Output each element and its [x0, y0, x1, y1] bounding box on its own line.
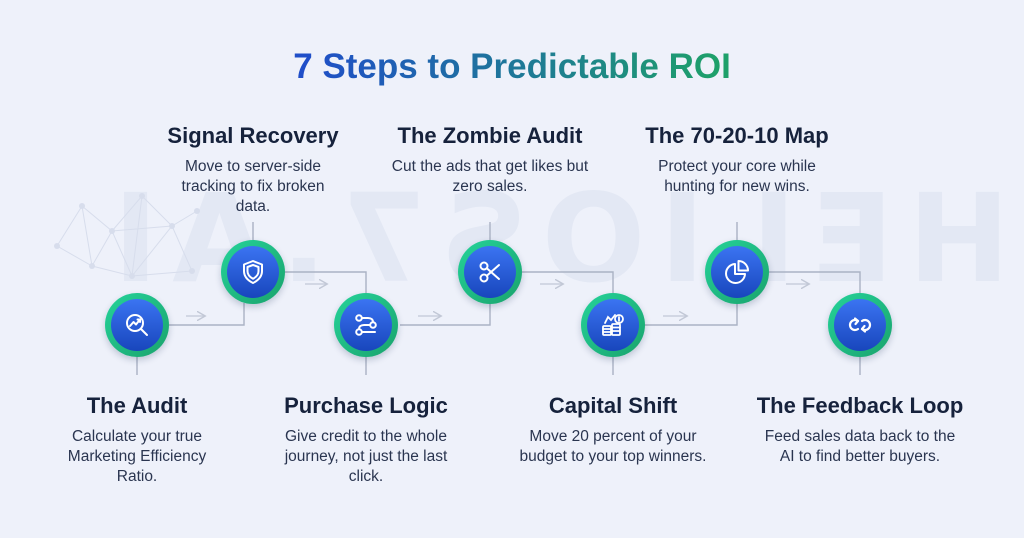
step-description: Give credit to the whole journey, not ju… [284, 428, 448, 485]
step-node-4 [458, 240, 522, 304]
chart-magnifier-icon [126, 314, 148, 336]
connector-5-6 [645, 303, 738, 326]
loop-icon [848, 317, 872, 333]
step-title: The Zombie Audit [397, 123, 583, 148]
step-description: Move 20 percent of your budget to your t… [519, 428, 707, 465]
connector-1-2 [169, 303, 245, 326]
route-icon [355, 314, 377, 336]
connector-4-5 [522, 271, 614, 293]
step-5: Capital Shift Move 20 percent of your bu… [493, 392, 733, 467]
step-description: Move to server-side tracking to fix brok… [181, 158, 325, 215]
step-6: The 70-20-10 Map Protect your core while… [617, 122, 857, 197]
step-4: The Zombie Audit Cut the ads that get li… [370, 122, 610, 197]
connector-6-7 [769, 271, 861, 293]
step-2: Signal Recovery Move to server-side trac… [133, 122, 373, 217]
coins-icon [602, 314, 624, 336]
step-node-2 [221, 240, 285, 304]
page-title: 7 Steps to Predictable ROI [0, 46, 1024, 88]
network-decoration [54, 193, 200, 279]
step-description: Cut the ads that get likes but zero sale… [391, 158, 589, 195]
pie-chart-icon [725, 260, 749, 284]
scissors-icon [479, 261, 500, 283]
connector-3-4 [400, 303, 491, 326]
step-description: Feed sales data back to the AI to find b… [764, 428, 956, 465]
step-title: The Feedback Loop [756, 393, 964, 418]
connector-2-3 [285, 271, 367, 293]
step-3: Purchase Logic Give credit to the whole … [246, 392, 486, 487]
step-node-7 [828, 293, 892, 357]
step-node-3 [334, 293, 398, 357]
step-node-1 [105, 293, 169, 357]
step-title: Purchase Logic [284, 393, 448, 418]
step-title: The 70-20-10 Map [645, 123, 829, 148]
step-node-6 [705, 240, 769, 304]
step-node-5 [581, 293, 645, 357]
step-title: Signal Recovery [167, 123, 339, 148]
step-description: Protect your core while hunting for new … [658, 158, 816, 195]
step-1: The Audit Calculate your true Marketing … [17, 392, 257, 487]
step-title: The Audit [86, 393, 188, 418]
step-7: The Feedback Loop Feed sales data back t… [740, 392, 980, 467]
step-description: Calculate your true Marketing Efficiency… [67, 428, 207, 485]
step-title: Capital Shift [548, 393, 678, 418]
shield-icon [243, 260, 263, 284]
